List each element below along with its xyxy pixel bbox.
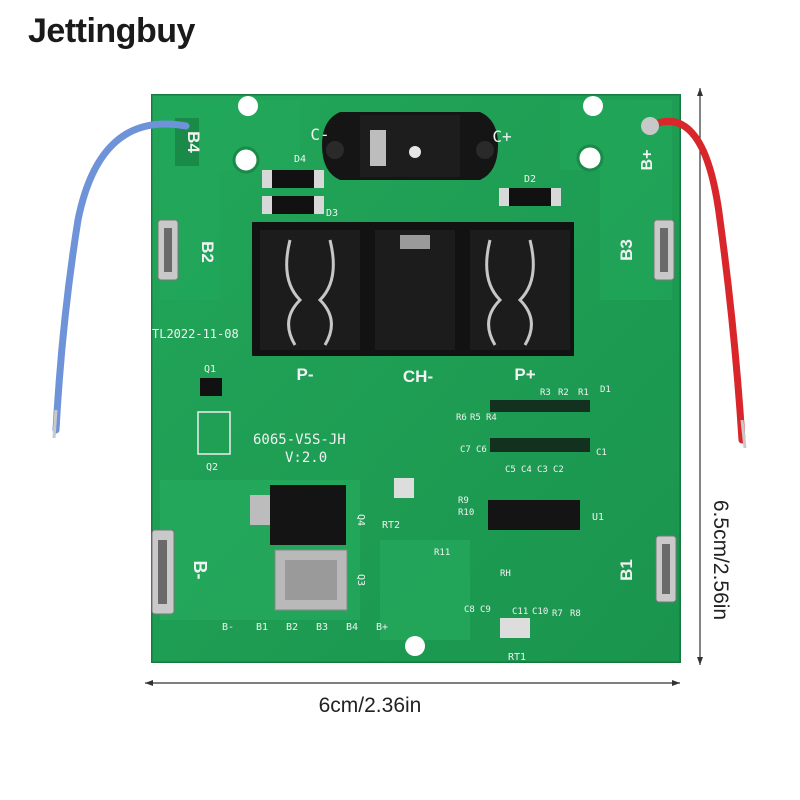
- svg-text:R8: R8: [570, 609, 581, 619]
- svg-text:D1: D1: [600, 385, 611, 395]
- mosfet-q3: Q3: [274, 549, 366, 611]
- battery-terminal-block: P- CH- P+: [252, 222, 574, 386]
- svg-text:Q1: Q1: [204, 364, 216, 375]
- brand-watermark: Jettingbuy: [28, 12, 195, 50]
- dimension-width: 6cm/2.36in: [145, 680, 680, 717]
- svg-text:RT2: RT2: [382, 520, 400, 531]
- bottom-passives: RH C8 C9 C11 C10 R7 R8 RT1: [464, 569, 581, 663]
- dimension-height: 6.5cm/2.56in: [697, 88, 732, 665]
- svg-text:R7: R7: [552, 609, 563, 619]
- svg-text:C11: C11: [512, 607, 528, 617]
- svg-text:CH-: CH-: [403, 367, 433, 386]
- diode-d3: D3: [262, 196, 338, 219]
- svg-text:R10: R10: [458, 508, 474, 518]
- svg-text:D3: D3: [326, 208, 338, 219]
- svg-text:B2: B2: [198, 241, 217, 263]
- mosfet-q4: Q4: [250, 485, 366, 545]
- diode-d2: D2: [499, 174, 561, 206]
- diode-d4: D4: [262, 154, 324, 188]
- svg-text:C3: C3: [537, 465, 548, 475]
- svg-text:C6: C6: [476, 445, 487, 455]
- svg-text:B3: B3: [316, 622, 328, 633]
- svg-text:C2: C2: [553, 465, 564, 475]
- version-label: V:2.0: [285, 450, 327, 466]
- svg-text:B4: B4: [346, 622, 358, 633]
- svg-text:C+: C+: [492, 127, 511, 146]
- ic-u1: U1: [488, 500, 604, 530]
- svg-text:R2: R2: [558, 388, 569, 398]
- svg-text:R5: R5: [470, 413, 481, 423]
- svg-text:Q3: Q3: [355, 574, 366, 586]
- thermistor-rt2: RT2: [382, 478, 414, 531]
- wire-left-blue: [52, 120, 190, 439]
- pad-b2: B2: [157, 219, 217, 281]
- model-label: 6065-V5S-JH: [253, 432, 346, 448]
- svg-text:R3: R3: [540, 388, 551, 398]
- bus-labels: B- B1 B2 B3 B4 B+: [222, 622, 388, 633]
- svg-text:P-: P-: [297, 365, 314, 384]
- svg-text:U1: U1: [592, 512, 604, 523]
- svg-text:B+: B+: [639, 150, 656, 171]
- date-code: TL2022-11-08: [152, 327, 239, 341]
- pad-b3: B3: [617, 219, 675, 281]
- svg-text:D4: D4: [294, 154, 306, 165]
- svg-text:B3: B3: [617, 239, 636, 261]
- svg-text:C-: C-: [310, 125, 329, 144]
- svg-text:R1: R1: [578, 388, 589, 398]
- wire-right-red: [641, 117, 747, 449]
- capacitor-array: C5 C4 C3 C2 C1 C6 C7: [460, 438, 607, 475]
- svg-text:C9: C9: [480, 605, 491, 615]
- transistor-q1: Q1: [200, 364, 222, 396]
- svg-text:R6: R6: [456, 413, 467, 423]
- svg-text:D2: D2: [524, 174, 536, 185]
- svg-text:B1: B1: [256, 622, 268, 633]
- svg-text:Q4: Q4: [355, 514, 366, 526]
- resistor-array: R3 R2 R1 D1 R4 R5 R6: [456, 385, 611, 423]
- svg-text:C10: C10: [532, 607, 548, 617]
- svg-text:P+: P+: [514, 365, 535, 384]
- svg-text:RH: RH: [500, 569, 511, 579]
- svg-text:C7: C7: [460, 445, 471, 455]
- pad-b-plus: B+: [639, 150, 656, 171]
- svg-text:B+: B+: [376, 622, 388, 633]
- width-label: 6cm/2.36in: [319, 694, 422, 717]
- resistors-r9-r11: R9 R10 R11: [434, 496, 474, 558]
- svg-text:C4: C4: [521, 465, 532, 475]
- height-label: 6.5cm/2.56in: [709, 500, 732, 620]
- ic-q2: Q2: [197, 411, 231, 473]
- svg-text:B-: B-: [222, 622, 234, 633]
- svg-text:B-: B-: [190, 561, 210, 580]
- svg-text:B4: B4: [184, 131, 203, 153]
- svg-text:Q2: Q2: [206, 462, 218, 473]
- pad-b-minus: B-: [151, 529, 210, 615]
- svg-text:B1: B1: [617, 559, 636, 581]
- svg-text:RT1: RT1: [508, 652, 526, 663]
- svg-text:B2: B2: [286, 622, 298, 633]
- svg-text:C5: C5: [505, 465, 516, 475]
- svg-text:R4: R4: [486, 413, 497, 423]
- dc-jack-connector: C- C+: [310, 112, 512, 180]
- svg-text:R11: R11: [434, 548, 450, 558]
- svg-text:C8: C8: [464, 605, 475, 615]
- pad-b1: B1: [617, 535, 677, 603]
- svg-text:R9: R9: [458, 496, 469, 506]
- svg-text:C1: C1: [596, 448, 607, 458]
